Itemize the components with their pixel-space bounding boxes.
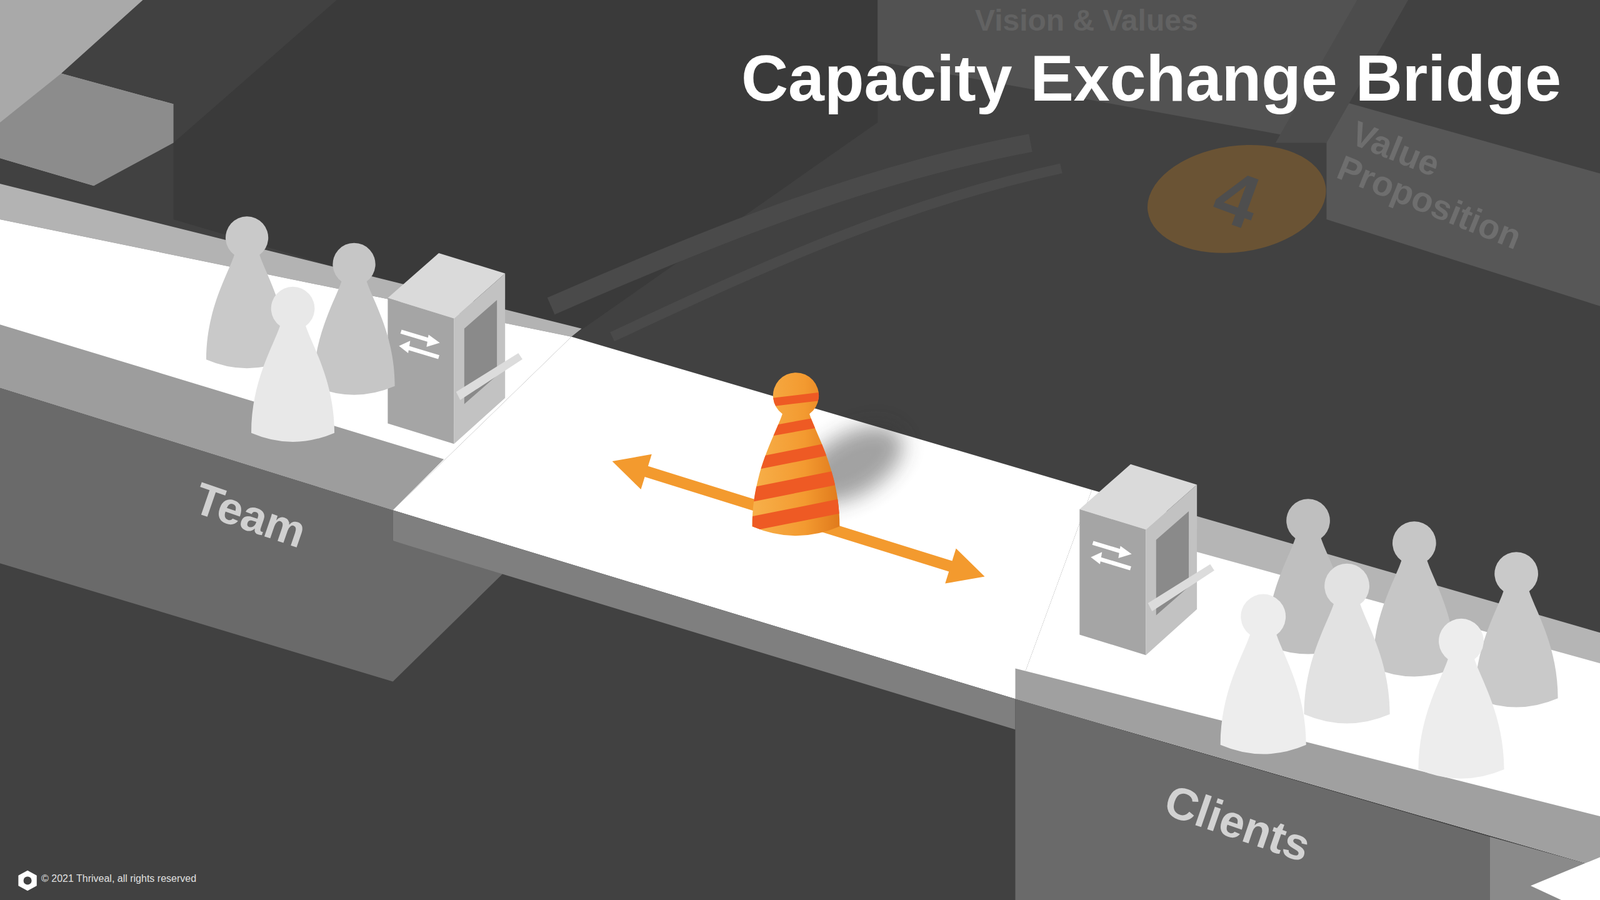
client-pawn: [1220, 594, 1307, 755]
client-pawn: [1475, 551, 1559, 707]
client-pawn: [1418, 618, 1504, 779]
exchange-booth: [1079, 464, 1215, 655]
bridge-front: [393, 510, 1016, 730]
team-pawn: [313, 243, 395, 395]
logo-icon: [18, 870, 37, 892]
zigzag-path-side: [0, 73, 174, 187]
faded-arc: [612, 168, 1062, 337]
client-platform-side: [1490, 836, 1600, 900]
faded-number-circle: [1140, 133, 1334, 264]
logo-icon-inner: [23, 876, 32, 885]
client-pawn: [1304, 563, 1390, 724]
exchange-booth: [387, 253, 523, 444]
diagram-title: Capacity Exchange Bridge: [741, 41, 1562, 116]
team-pawn: [251, 286, 335, 442]
faded-label: Vision & Values: [975, 5, 1199, 37]
value-panel: [1326, 96, 1600, 307]
faded-arc: [551, 143, 1031, 307]
copyright-note: © 2021 Thriveal, all rights reserved: [41, 873, 197, 885]
orange-pawn: [743, 372, 849, 536]
zigzag-path: [0, 0, 174, 186]
arrow-head: [945, 548, 985, 584]
arrow-head: [612, 454, 652, 490]
client-step: [1530, 856, 1600, 900]
